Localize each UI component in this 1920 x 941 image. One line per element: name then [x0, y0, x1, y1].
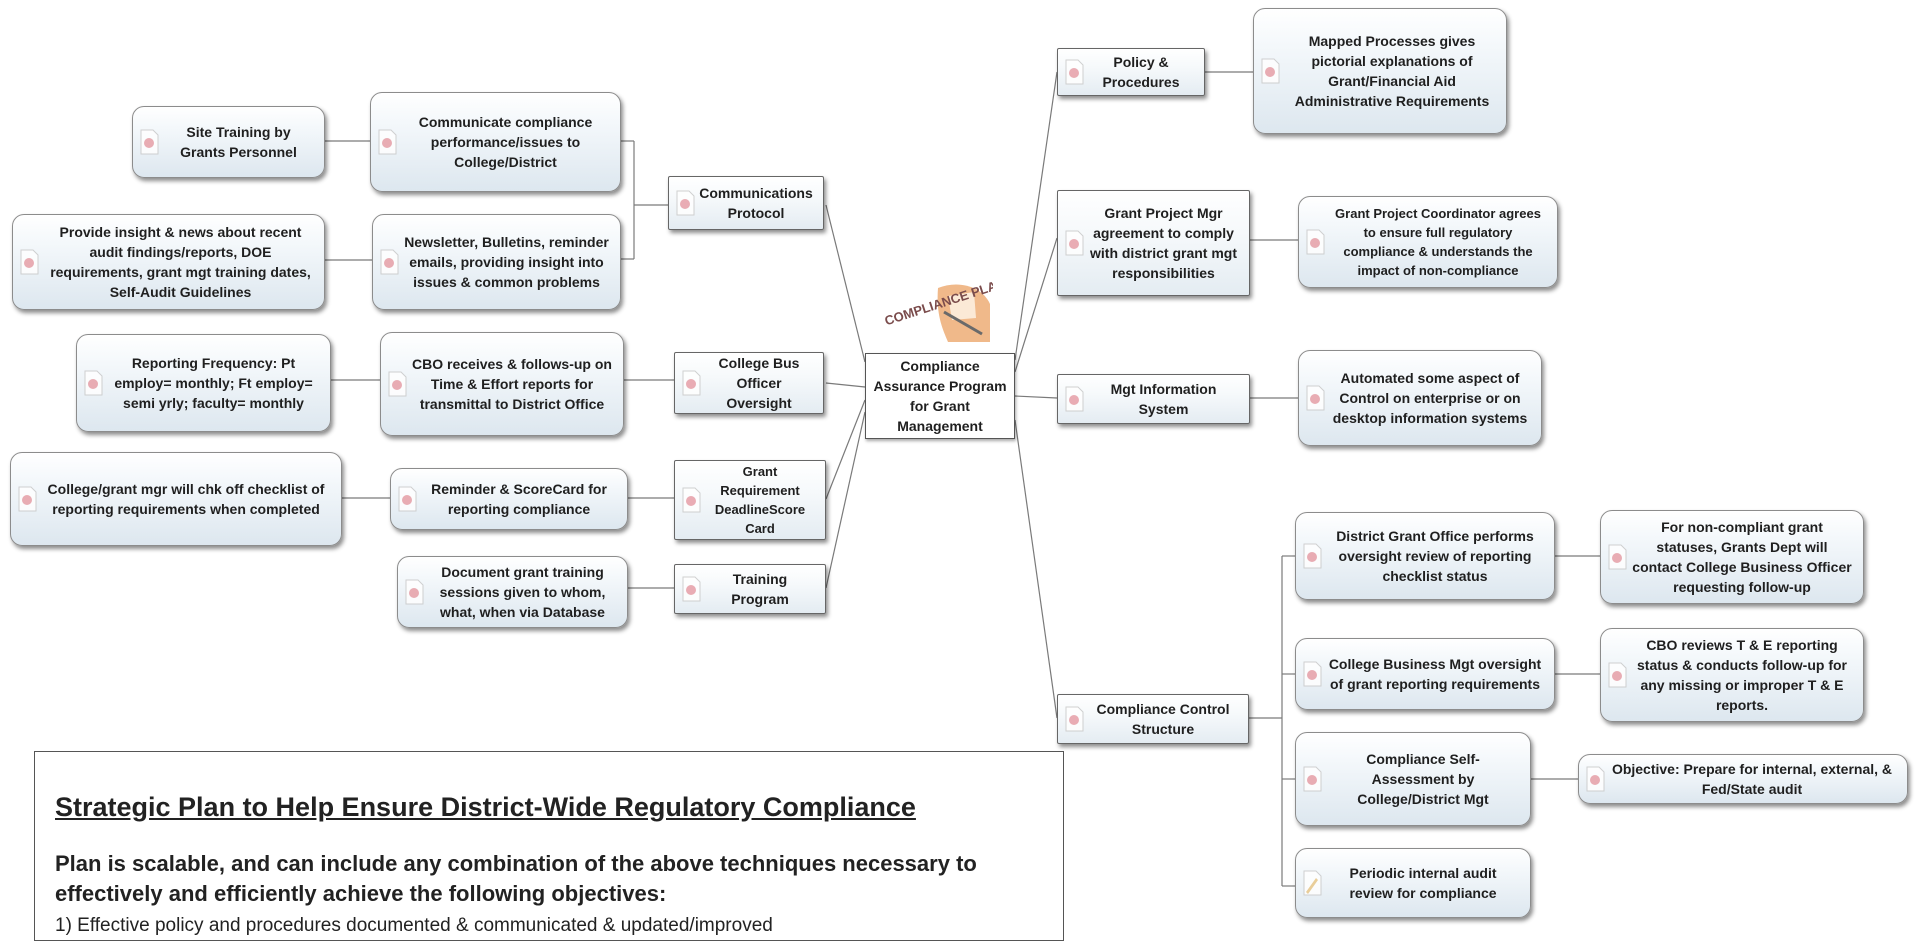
- node-label: Mapped Processes gives pictorial explana…: [1294, 33, 1490, 109]
- node-label: Compliance Control Structure: [1096, 701, 1230, 737]
- node-objective[interactable]: Objective: Prepare for internal, externa…: [1578, 754, 1908, 804]
- node-label: CBO reviews T & E reporting status & con…: [1637, 637, 1847, 713]
- compliance-plan-image: COMPLIANCE PLAN: [878, 278, 993, 342]
- central-node[interactable]: Compliance Assurance Program for Grant M…: [865, 353, 1015, 439]
- node-college-business-mgt[interactable]: College Business Mgt oversight of grant …: [1295, 638, 1555, 710]
- node-periodic-audit[interactable]: Periodic internal audit review for compl…: [1295, 848, 1531, 918]
- node-communicate-compliance[interactable]: Communicate compliance performance/issue…: [370, 92, 621, 192]
- topic-icon: [1064, 230, 1084, 256]
- node-policy-procedures[interactable]: Policy & Procedures: [1057, 48, 1205, 96]
- node-grant-project-coordinator[interactable]: Grant Project Coordinator agrees to ensu…: [1298, 196, 1558, 288]
- topic-icon: [1064, 386, 1084, 412]
- node-label: Policy & Procedures: [1102, 54, 1180, 90]
- topic-icon: [139, 129, 159, 155]
- topic-icon: [19, 249, 39, 275]
- topic-icon: [397, 486, 417, 512]
- node-district-grant-office[interactable]: District Grant Office performs oversight…: [1295, 512, 1555, 600]
- node-label: Site Training by Grants Personnel: [180, 124, 297, 160]
- node-label: Newsletter, Bulletins, reminder emails, …: [404, 234, 609, 290]
- node-cbo-reviews-te[interactable]: CBO reviews T & E reporting status & con…: [1600, 628, 1864, 722]
- node-label: Grant Project Coordinator agrees to ensu…: [1335, 206, 1541, 278]
- topic-icon: [379, 249, 399, 275]
- connector-lines: [325, 71, 1600, 887]
- topic-icon: [681, 370, 701, 396]
- node-label: For non-compliant grant statuses, Grants…: [1632, 519, 1852, 595]
- node-label: Compliance Self-Assessment by College/Di…: [1357, 751, 1489, 807]
- topic-icon: [1302, 543, 1322, 569]
- node-label: Communications Protocol: [699, 185, 813, 221]
- topic-icon: [1064, 706, 1084, 732]
- node-mapped-processes[interactable]: Mapped Processes gives pictorial explana…: [1253, 8, 1507, 134]
- topic-icon: [387, 371, 407, 397]
- node-label: Communicate compliance performance/issue…: [418, 114, 593, 170]
- node-label: College/grant mgr will chk off checklist…: [47, 481, 325, 517]
- node-checklist[interactable]: College/grant mgr will chk off checklist…: [10, 452, 342, 546]
- node-communications-protocol[interactable]: Communications Protocol: [668, 176, 824, 230]
- topic-icon: [1305, 229, 1325, 255]
- strategic-plan-intro: Plan is scalable, and can include any co…: [55, 851, 977, 906]
- node-self-assessment[interactable]: Compliance Self-Assessment by College/Di…: [1295, 732, 1531, 826]
- topic-icon: [675, 190, 695, 216]
- topic-icon: [681, 487, 701, 513]
- topic-icon: [1064, 59, 1084, 85]
- node-newsletter[interactable]: Newsletter, Bulletins, reminder emails, …: [372, 214, 621, 310]
- node-site-training[interactable]: Site Training by Grants Personnel: [132, 106, 325, 178]
- node-label: Reminder & ScoreCard for reporting compl…: [431, 481, 607, 517]
- topic-icon: [1585, 766, 1605, 792]
- node-provide-insight[interactable]: Provide insight & news about recent audi…: [12, 214, 325, 310]
- pencil-icon: [1302, 870, 1322, 896]
- node-label: District Grant Office performs oversight…: [1336, 528, 1534, 584]
- node-label: Periodic internal audit review for compl…: [1349, 865, 1497, 901]
- topic-icon: [83, 370, 103, 396]
- topic-icon: [1607, 662, 1627, 688]
- node-label: Mgt Information System: [1110, 381, 1217, 417]
- topic-icon: [1260, 58, 1280, 84]
- node-reminder-scorecard[interactable]: Reminder & ScoreCard for reporting compl…: [390, 468, 628, 530]
- node-reporting-frequency[interactable]: Reporting Frequency: Pt employ= monthly;…: [76, 334, 331, 432]
- topic-icon: [377, 129, 397, 155]
- node-label: Reporting Frequency: Pt employ= monthly;…: [114, 355, 313, 411]
- node-grant-project-mgr[interactable]: Grant Project Mgr agreement to comply wi…: [1057, 190, 1250, 296]
- node-grant-requirement[interactable]: Grant Requirement DeadlineScore Card: [674, 460, 826, 540]
- node-label: College Bus Officer Oversight: [718, 355, 800, 411]
- node-label: Training Program: [731, 571, 789, 607]
- node-noncompliant-followup[interactable]: For non-compliant grant statuses, Grants…: [1600, 510, 1864, 604]
- node-label: CBO receives & follows-up on Time & Effo…: [412, 356, 612, 412]
- node-label: Grant Project Mgr agreement to comply wi…: [1090, 205, 1237, 281]
- node-document-training[interactable]: Document grant training sessions given t…: [397, 556, 628, 628]
- strategic-plan-title: Strategic Plan to Help Ensure District-W…: [55, 792, 916, 822]
- node-training-program[interactable]: Training Program: [674, 564, 826, 614]
- topic-icon: [404, 579, 424, 605]
- strategic-plan-item: 1) Effective policy and procedures docum…: [55, 915, 773, 936]
- node-label: Document grant training sessions given t…: [439, 564, 606, 620]
- node-compliance-control-structure[interactable]: Compliance Control Structure: [1057, 694, 1249, 744]
- topic-icon: [1302, 766, 1322, 792]
- node-label: Grant Requirement DeadlineScore Card: [714, 464, 806, 536]
- node-college-bus-officer[interactable]: College Bus Officer Oversight: [674, 352, 824, 414]
- topic-icon: [681, 576, 701, 602]
- node-label: Objective: Prepare for internal, externa…: [1611, 761, 1893, 797]
- topic-icon: [1607, 544, 1627, 570]
- node-label: College Business Mgt oversight of grant …: [1328, 656, 1542, 692]
- node-automated-control[interactable]: Automated some aspect of Control on ente…: [1298, 350, 1542, 446]
- topic-icon: [17, 486, 37, 512]
- node-label: Provide insight & news about recent audi…: [50, 224, 311, 300]
- node-cbo-receives[interactable]: CBO receives & follows-up on Time & Effo…: [380, 332, 624, 436]
- strategic-plan-textbox: Strategic Plan to Help Ensure District-W…: [34, 751, 1064, 941]
- node-label: Automated some aspect of Control on ente…: [1332, 370, 1528, 426]
- node-mgt-information-system[interactable]: Mgt Information System: [1057, 374, 1250, 424]
- topic-icon: [1302, 661, 1322, 687]
- topic-icon: [1305, 385, 1325, 411]
- central-node-label: Compliance Assurance Program for Grant M…: [873, 358, 1007, 434]
